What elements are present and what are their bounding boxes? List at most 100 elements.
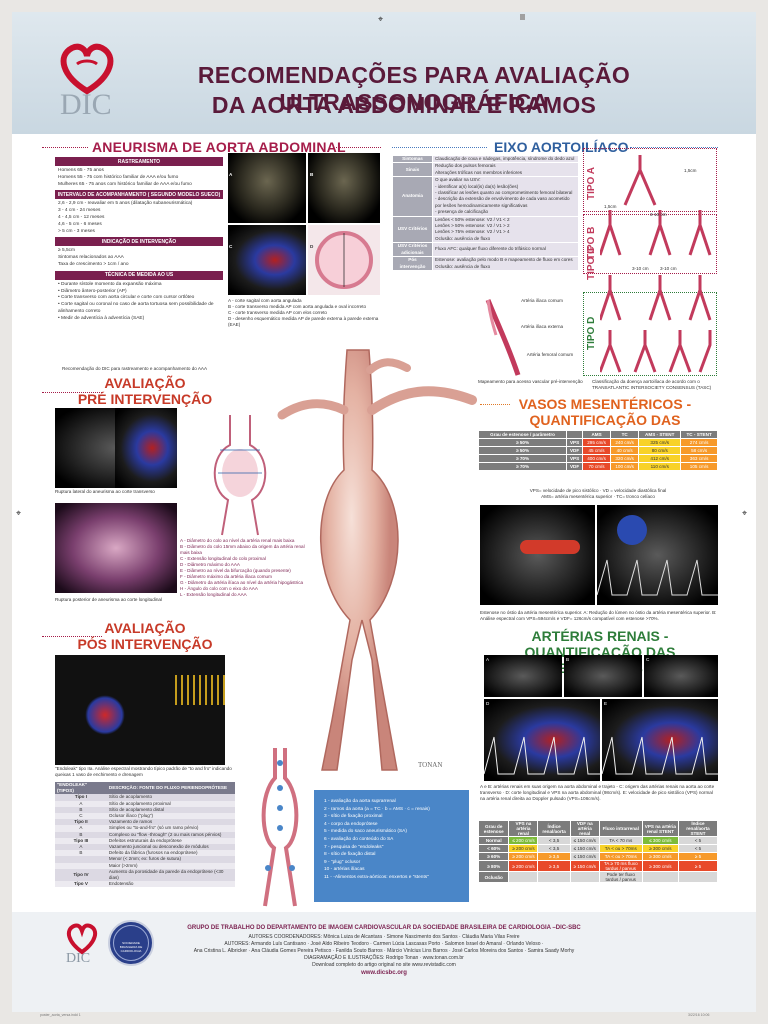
endoleak-desc: Defeitos estruturais da endoprótese bbox=[108, 837, 182, 843]
renais-cell: < 60% bbox=[477, 844, 510, 853]
tecnica-line: • Durante sístole momento da expansão má… bbox=[58, 281, 162, 287]
checklist-item: 1 - avaliação da aorta suprarrenal bbox=[324, 799, 396, 804]
mes-cell: 412 cm/s bbox=[638, 454, 682, 463]
renais-cell: ≥ 200 cm/s bbox=[508, 852, 539, 861]
endoleak-desc: Complexo ou "flow -through" (2 ou mais r… bbox=[108, 831, 222, 837]
mes-cell: 105 cm/s bbox=[680, 462, 718, 471]
mes-cell: 45 cm/s bbox=[581, 446, 612, 455]
endoleak-desc: Oclusor ilíaco ("plug") bbox=[108, 813, 153, 819]
renais-cell: ≤ 200 cm/s bbox=[508, 836, 539, 845]
eixo-key: Sinais bbox=[392, 162, 433, 178]
mes-cell: 240 cm/s bbox=[610, 438, 640, 447]
pre-caption-2: Ruptura posterior de aneurisma ao corte … bbox=[55, 597, 162, 602]
image-label: E bbox=[604, 701, 608, 706]
tipo-a-label: TIPO A bbox=[586, 167, 597, 200]
endoleak-type: B bbox=[79, 806, 83, 812]
mes-head-cell: AMS bbox=[581, 430, 612, 439]
footer-download: Download completo do artigo original no … bbox=[312, 962, 456, 968]
footer-site-link[interactable]: www.dicsbc.org bbox=[361, 970, 407, 976]
tecnica-line: • Diâmetro ântero-posterior (AP) bbox=[58, 288, 127, 294]
renais-cell: TA < ou > 70ms bbox=[598, 844, 643, 853]
renais-cell bbox=[508, 871, 539, 883]
mes-cell: 295 cm/s bbox=[581, 438, 612, 447]
renais-cell: Pode ter fluxo tardus / parvus bbox=[598, 871, 643, 883]
renais-cell: ≤ 150 cm/s bbox=[569, 844, 600, 853]
mes-cell: 325 cm/s bbox=[638, 438, 682, 447]
image-label: B bbox=[566, 657, 570, 662]
image-label: B bbox=[310, 172, 314, 177]
mes-head-cell: Grau de estenose / parâmetro bbox=[477, 430, 568, 439]
image-label: D bbox=[310, 244, 314, 249]
renais-cell bbox=[677, 871, 719, 883]
eixo-key: USV Critérios adicionais bbox=[392, 242, 433, 258]
endoleak-type: B bbox=[79, 831, 83, 837]
endoleak-desc: Defeito da fábrica (furosos na endopróte… bbox=[108, 850, 198, 856]
mesenteric-ultrasound-b bbox=[597, 505, 718, 605]
eixo-value: Fluxo AFC: qualquer fluxo diferente do t… bbox=[432, 242, 579, 258]
footer-coord: AUTORES COORDENADORES: Mônica Luiza de A… bbox=[248, 934, 520, 940]
eixo-value: Redução dos pulsos femorais Alterações t… bbox=[432, 162, 579, 178]
section-divider bbox=[392, 147, 487, 148]
aaa-ultrasound-c bbox=[228, 225, 306, 295]
footer-group: GRUPO DE TRABALHO DO DEPARTAMENTO DE IMA… bbox=[187, 925, 581, 931]
endoleak-type: A bbox=[79, 825, 83, 831]
mes-cell: 70 cm/s bbox=[581, 462, 612, 471]
mes-head-cell: AMS - STENT bbox=[638, 430, 682, 439]
mes-cell: 40 cm/s bbox=[610, 446, 640, 455]
checklist-item: 4 - corpo da endoprótese bbox=[324, 821, 378, 827]
endoleak-head-desc: DESCRIÇÃO: FONTE DO FLUXO PERIENDOPRÓTES… bbox=[108, 785, 228, 791]
footer-diag: DIAGRAMAÇÃO E ILUSTRAÇÕES: Rodrigo Tonan… bbox=[304, 955, 464, 961]
renais-cell: TA < 70 ms bbox=[598, 836, 643, 845]
tasc-measure: 1,5cm bbox=[684, 168, 697, 173]
tecnica-line: • Corte sagital ou coronal no caso de ao… bbox=[58, 302, 214, 314]
tecnica-heading: TÉCNICA DE MEDIDA AO US bbox=[55, 270, 223, 280]
image-label: C bbox=[229, 244, 233, 249]
pre-title-line1: AVALIAÇÃO bbox=[104, 375, 186, 391]
renais-cell: ≤ 150 cm/s bbox=[569, 852, 600, 861]
tecnica-line: • Corte transverso com aorta circular e … bbox=[58, 295, 195, 301]
eixo-caption-2: Classificação da doença aortoilíaca de a… bbox=[592, 379, 712, 390]
renais-cell: < 3,5 bbox=[537, 836, 571, 845]
registration-mark-icon: ⌖ bbox=[378, 14, 384, 24]
mes-cell: ≥ 70% bbox=[477, 462, 568, 471]
iliac-label: Artéria ilíaca comum bbox=[521, 298, 563, 303]
footer-authors2: Ana Cristina L. Albricker · Ana Cláudia … bbox=[193, 948, 575, 954]
footer-authors1: AUTORES: Armando Luís Cantisano · José A… bbox=[224, 941, 544, 947]
endoleak-head-type: "ENDOLEAK" (TIPOS) bbox=[57, 782, 88, 794]
renais-cell: < 3,5 bbox=[537, 844, 571, 853]
aneurisma-title: ANEURISMA DE AORTA ABDOMINAL bbox=[92, 139, 346, 155]
mes-head-cell: TC - STENT bbox=[680, 430, 718, 439]
renais-cell: ≥ 3,5 bbox=[537, 860, 571, 872]
eixo-caption-1: Mapeamento para acesso vascular pré-inte… bbox=[478, 379, 583, 384]
intervalo-line: > 5 cm - 3 meses bbox=[58, 228, 95, 234]
mes-cell: VDF bbox=[566, 446, 583, 455]
footer-dic-logo-icon bbox=[66, 923, 98, 955]
dic-heart-logo-icon bbox=[60, 43, 114, 95]
header-band bbox=[12, 12, 756, 134]
indicacao-line: Taxa de crescimento > 1cm / ano bbox=[58, 261, 129, 267]
renal-ultrasound-a bbox=[484, 655, 562, 697]
endoleak-desc: Simples ou "to-and-fro" (só um ramo pérv… bbox=[108, 825, 199, 831]
renais-cell: Normal bbox=[477, 836, 510, 845]
endoleak-desc: Menor (< 2mm; ex: furos de sutura) bbox=[108, 856, 181, 862]
renais-cell: ≥ 3,5 bbox=[537, 852, 571, 861]
mes-cell: 100 cm/s bbox=[610, 462, 640, 471]
aaa-measurement-schematic-icon bbox=[213, 415, 267, 536]
tasc-measure: 3-10 cm bbox=[660, 266, 677, 271]
checklist-item: 9 - "plug" oclusor bbox=[324, 859, 361, 865]
renais-head-cell: VDF na artéria renal bbox=[569, 820, 600, 837]
renais-cell: ≤ 300 cm/s bbox=[641, 836, 679, 845]
aaa-cross-section-diagram-icon bbox=[315, 231, 373, 289]
endoleak-desc: Endotensão bbox=[108, 881, 134, 887]
